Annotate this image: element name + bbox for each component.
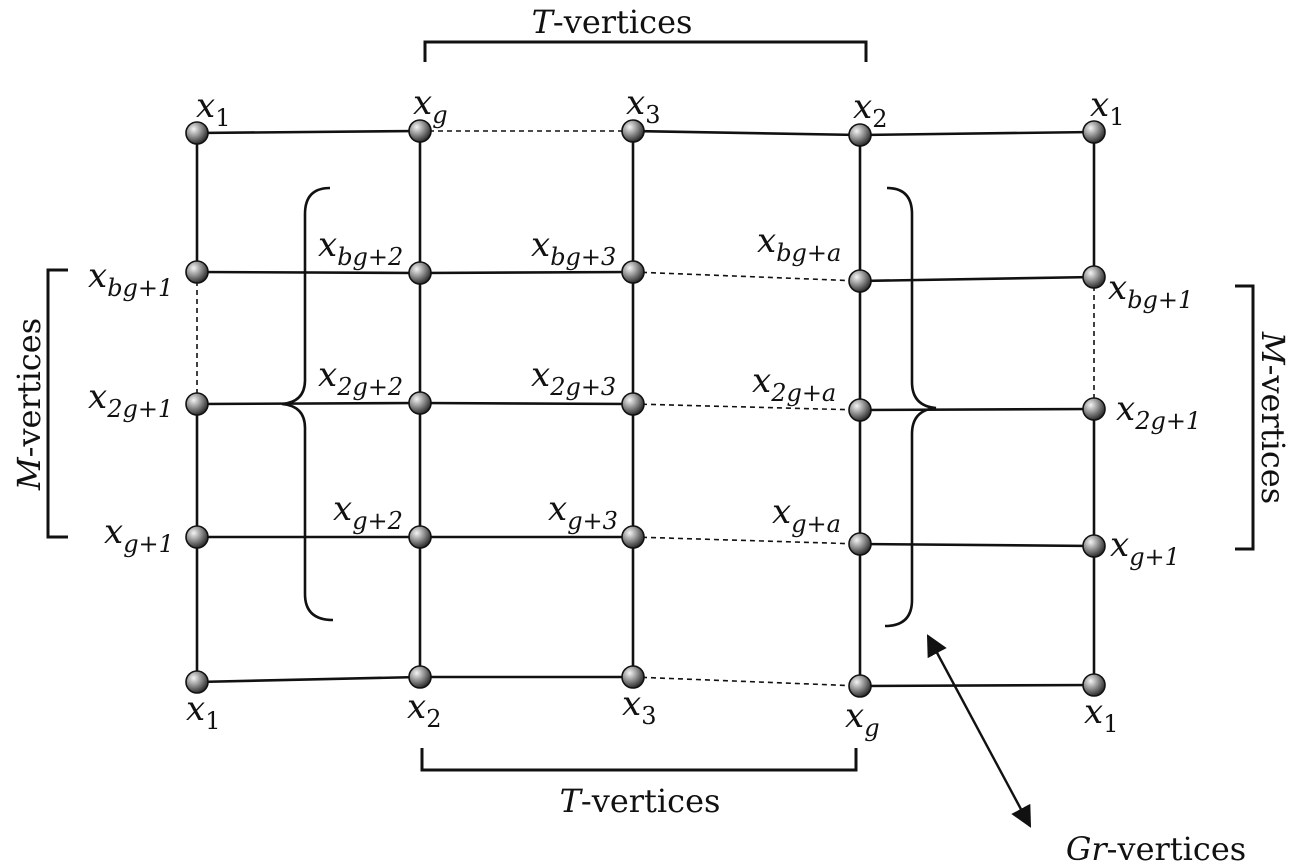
vertex-label-t3: x2 xyxy=(853,87,887,133)
solid-edge xyxy=(859,407,1095,412)
vertex-r2c4 xyxy=(1082,397,1106,421)
solid-edge xyxy=(419,270,634,275)
solid-edge xyxy=(419,401,634,406)
vertices xyxy=(185,119,1106,698)
solid-edge xyxy=(196,675,421,684)
vertex-label-t0: x1 xyxy=(196,86,230,132)
vertex-r2c3 xyxy=(848,398,872,422)
bottom-group-label: T-vertices xyxy=(560,782,721,820)
vertex-r1c2 xyxy=(621,260,645,284)
vertex-label-r3c2: xg+3 xyxy=(548,489,618,535)
vertex-label-r1c1: xbg+2 xyxy=(318,225,403,271)
left-group-label: M-vertices xyxy=(10,318,48,491)
vertex-label-b4: x1 xyxy=(1084,692,1118,738)
solid-edge xyxy=(196,401,421,406)
dashed-edge xyxy=(632,676,861,687)
dashed-edge xyxy=(632,271,861,282)
vertex-r2c1 xyxy=(408,391,432,415)
vertex-label-r2c3: x2g+a xyxy=(752,361,836,407)
vertex-r3c2 xyxy=(621,525,645,549)
vertex-r1c0 xyxy=(185,260,209,284)
right-group-label: M-vertices xyxy=(1254,331,1292,504)
solid-edge xyxy=(196,270,421,275)
vertex-label-r3c1: xg+2 xyxy=(333,489,403,535)
top-group-label: T-vertices xyxy=(532,3,693,41)
vertex-label-r1c4: xbg+1 xyxy=(1108,268,1193,314)
vertex-label-b1: x2 xyxy=(407,687,441,733)
vertex-label-t1: xg xyxy=(413,83,448,129)
vertex-t0 xyxy=(185,121,209,145)
vertex-label-r3c0: xg+1 xyxy=(104,512,174,558)
vertex-label-r3c3: xg+a xyxy=(772,492,841,538)
vertex-r3c1 xyxy=(408,525,432,549)
solid-edge xyxy=(196,129,421,135)
vertex-labels: x1 xg x3 x2 x1 xbg+1 xbg+2 xbg+3 xbg+a xbg+1 x2g+1… xyxy=(88,83,1201,742)
bottom-bracket xyxy=(420,748,858,772)
vertex-label-r1c3: xbg+a xyxy=(757,221,841,267)
gr-arrow xyxy=(926,634,1032,828)
vertex-r1c4 xyxy=(1082,265,1106,289)
vertex-t2 xyxy=(621,119,645,143)
vertex-b4 xyxy=(1082,673,1106,697)
solid-edge xyxy=(859,542,1095,548)
vertex-t1 xyxy=(408,119,432,143)
solid-edge xyxy=(859,130,1095,137)
vertex-label-t2: x3 xyxy=(626,83,660,129)
vertex-r3c4 xyxy=(1082,534,1106,558)
vertex-label-t4: x1 xyxy=(1090,85,1124,131)
vertex-b0 xyxy=(185,670,209,694)
right-brace xyxy=(884,186,937,628)
vertex-b1 xyxy=(408,665,432,689)
vertex-label-b2: x3 xyxy=(622,684,656,730)
solid-edge xyxy=(859,275,1095,283)
solid-edge xyxy=(632,129,861,137)
vertex-r1c3 xyxy=(848,269,872,293)
dashed-edge xyxy=(632,536,861,545)
left-bracket xyxy=(46,268,68,539)
vertex-label-b0: x1 xyxy=(186,689,220,735)
vertex-r3c0 xyxy=(185,525,209,549)
dashed-edge xyxy=(632,403,861,411)
vertex-t3 xyxy=(848,123,872,147)
vertex-t4 xyxy=(1082,120,1106,144)
vertex-r2c2 xyxy=(621,392,645,416)
vertex-b3 xyxy=(848,674,872,698)
left-brace xyxy=(281,186,334,622)
edges xyxy=(195,129,1096,688)
vertex-label-b3: xg xyxy=(845,696,880,742)
right-bracket xyxy=(1235,284,1255,551)
gr-label: Gr-vertices xyxy=(1066,830,1246,868)
vertex-r1c1 xyxy=(408,261,432,285)
top-bracket xyxy=(423,40,868,62)
vertex-r2c0 xyxy=(185,392,209,416)
vertex-label-r3c4: xg+1 xyxy=(1110,525,1180,571)
vertex-label-r2c4: x2g+1 xyxy=(1116,389,1201,435)
vertex-label-r1c2: xbg+3 xyxy=(531,225,616,271)
vertex-label-r1c0: xbg+1 xyxy=(88,256,173,302)
solid-edge xyxy=(859,683,1095,688)
vertex-label-r2c2: x2g+3 xyxy=(531,355,616,401)
vertex-b2 xyxy=(621,665,645,689)
vertex-r3c3 xyxy=(848,532,872,556)
vertex-label-r2c0: x2g+1 xyxy=(88,377,173,423)
vertex-label-r2c1: x2g+2 xyxy=(318,355,403,401)
